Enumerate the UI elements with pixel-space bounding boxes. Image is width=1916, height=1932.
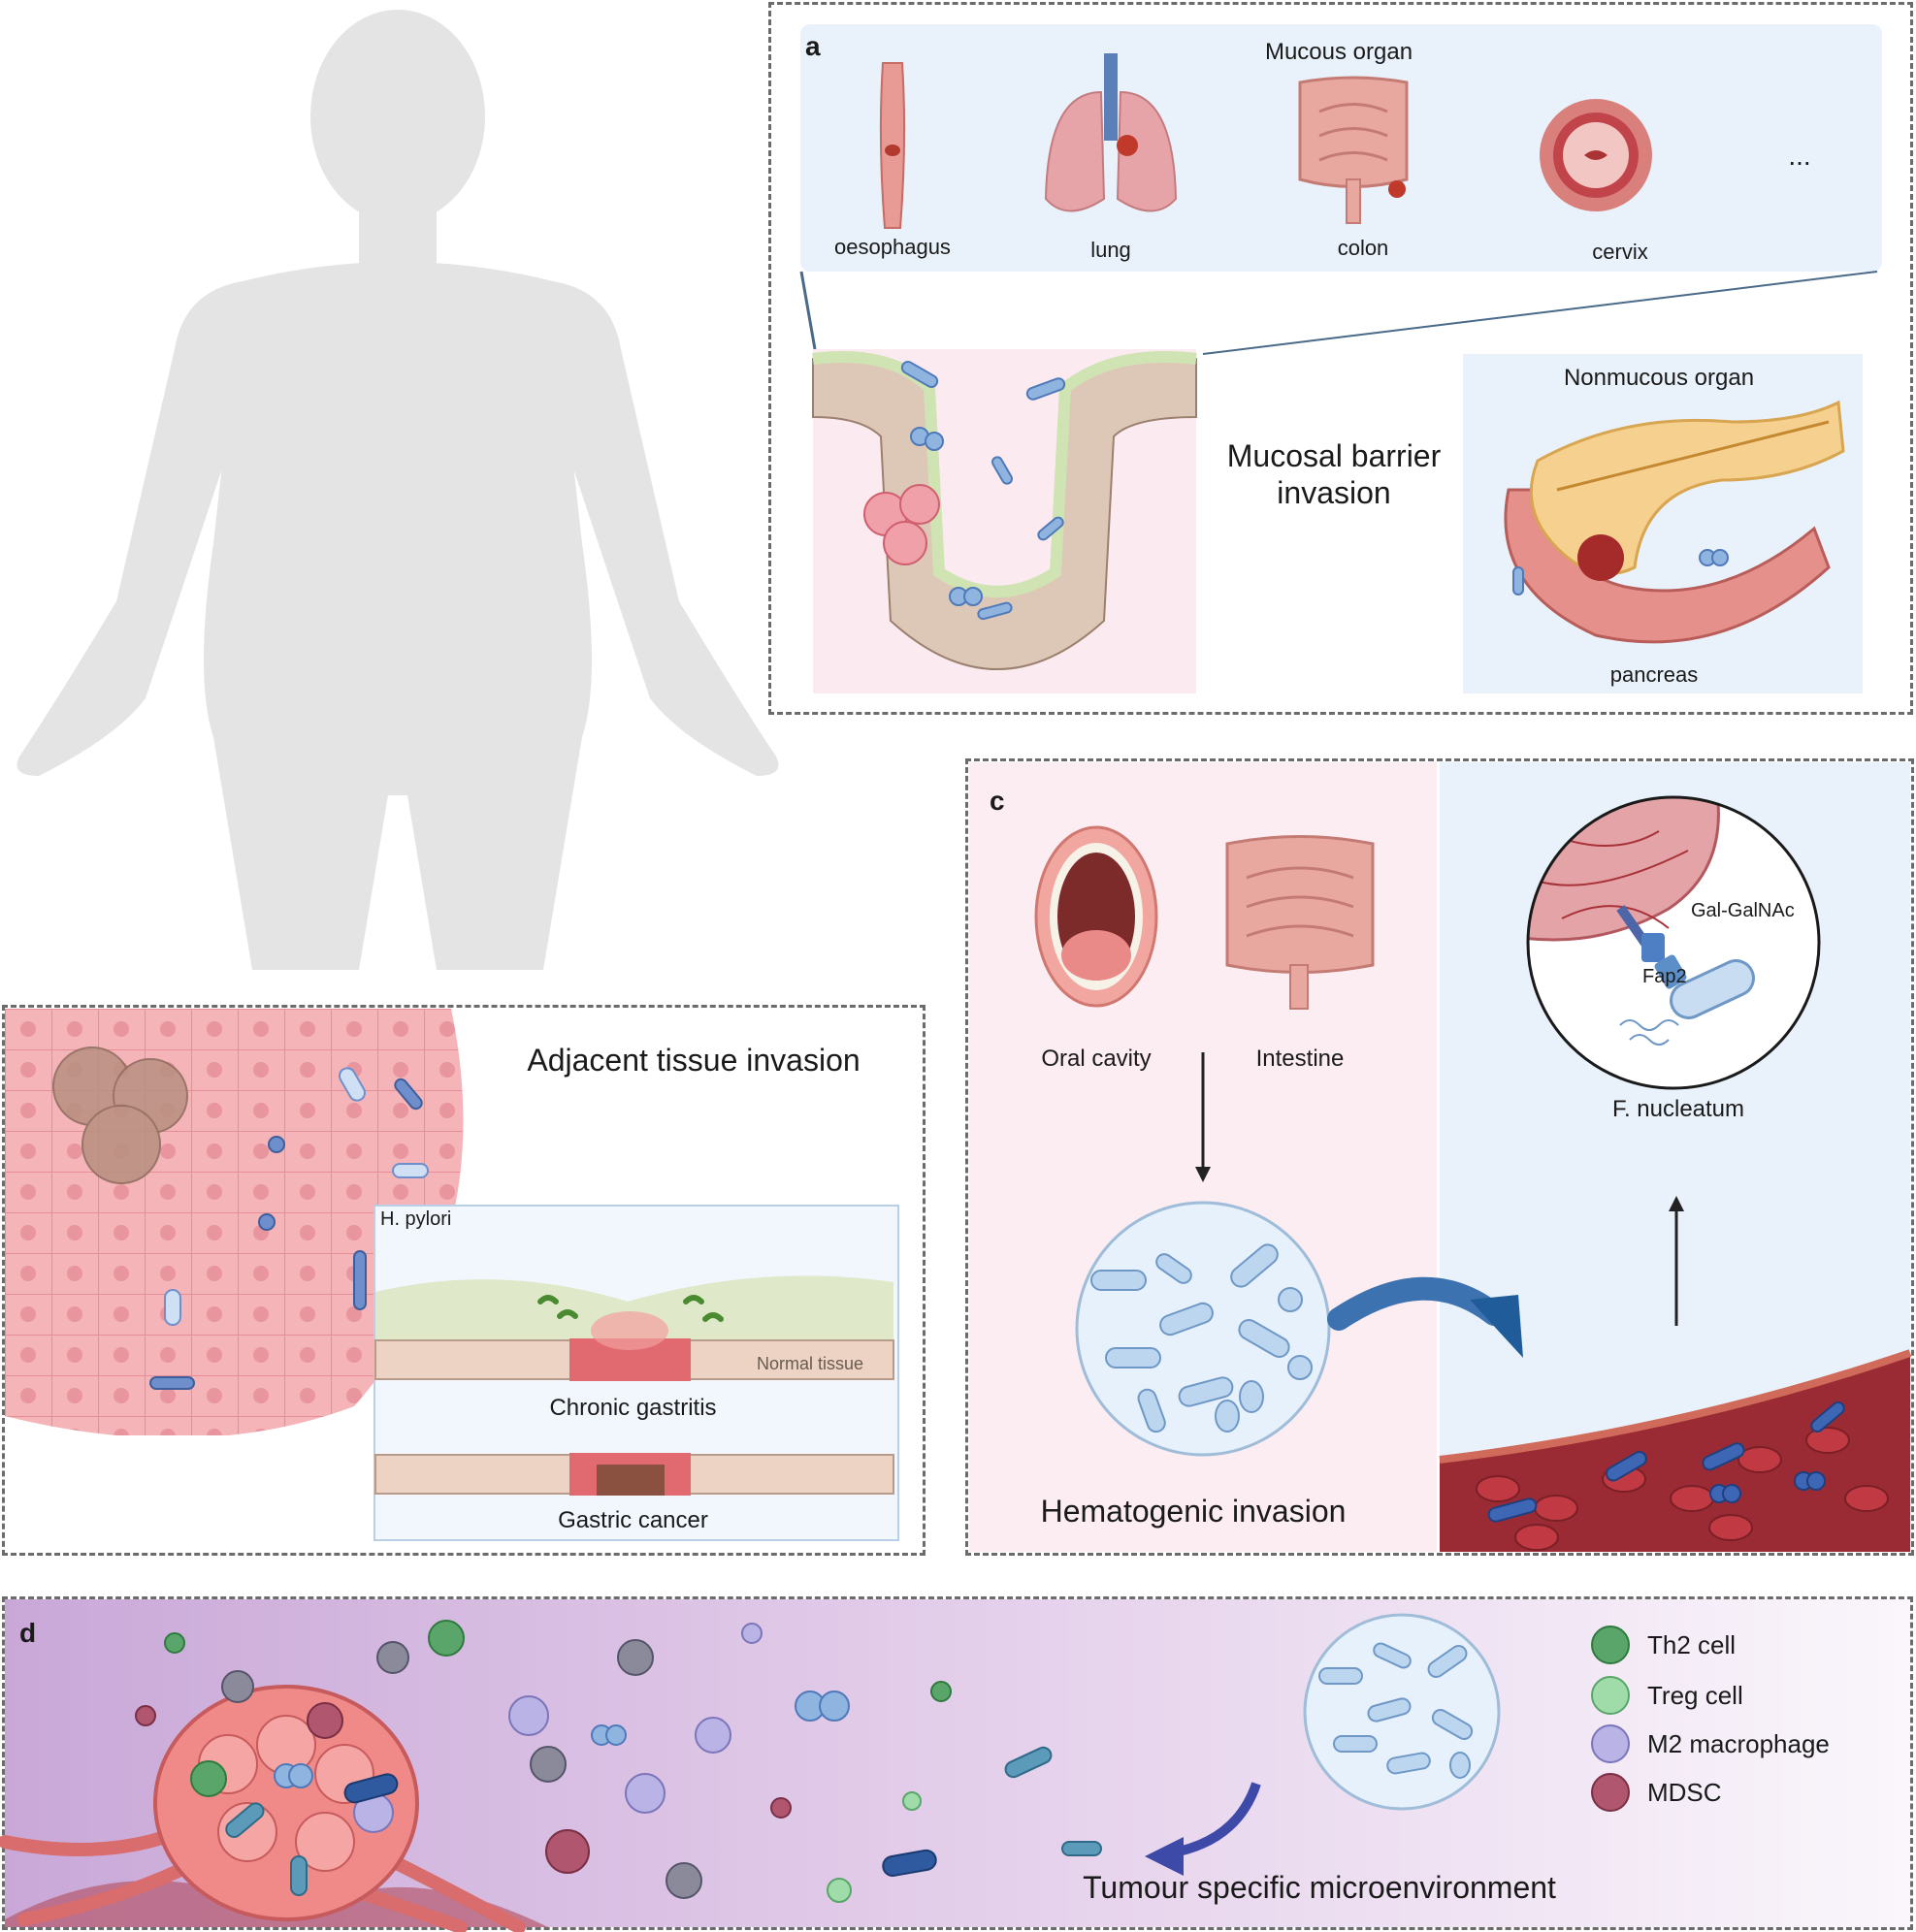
mucosal-barrier-label-line2: invasion: [1277, 475, 1391, 510]
chronic-gastritis-label: Chronic gastritis: [549, 1395, 717, 1421]
gal-galnac-label: Gal-GalNAc: [1691, 900, 1795, 921]
legend-item-th2: Th2 cell: [1591, 1626, 1736, 1664]
mucosal-barrier-label-line1: Mucosal barrier: [1226, 438, 1442, 473]
organ-label-pancreas: pancreas: [1609, 662, 1699, 687]
intestine-label: Intestine: [1255, 1046, 1345, 1072]
mucosal-crypt-illustration: [812, 349, 1197, 693]
gastric-cancer-stage-illustration: [374, 1453, 894, 1496]
oesophagus-icon: [879, 62, 906, 229]
h-pylori-label: H. pylori: [380, 1208, 452, 1230]
gastric-cancer-label: Gastric cancer: [558, 1507, 708, 1533]
cervix-icon: [1540, 99, 1652, 211]
gastritis-stage-illustration: [374, 1275, 894, 1381]
nonmucous-organ-title: Nonmucous organ: [1563, 365, 1755, 391]
oral-cavity-label: Oral cavity: [1041, 1046, 1152, 1072]
tumour-microenvironment-label: Tumour specific microenvironment: [1083, 1870, 1556, 1905]
panel-b: [2, 1005, 926, 1556]
panel-d-letter: d: [19, 1618, 37, 1648]
intestine-icon: [1225, 835, 1375, 1010]
oral-cavity-icon: [1034, 825, 1158, 1008]
normal-tissue-label: Normal tissue: [757, 1354, 864, 1373]
th2-cell-icon: [1591, 1626, 1630, 1664]
panel-c-letter: c: [990, 786, 1005, 816]
legend-item-mdsc: MDSC: [1591, 1773, 1722, 1812]
legend-label-mdsc: MDSC: [1647, 1777, 1722, 1807]
blood-vessel-illustration: [1439, 1349, 1912, 1552]
organ-label-lung: lung: [1090, 238, 1131, 262]
panel-b-title: Adjacent tissue invasion: [527, 1043, 861, 1078]
legend-label-th2: Th2 cell: [1647, 1629, 1737, 1659]
panel-a-letter: a: [805, 31, 821, 61]
bacteria-circle-d: [1303, 1613, 1501, 1811]
legend-item-m2: M2 macrophage: [1591, 1724, 1830, 1763]
hematogenic-invasion-label: Hematogenic invasion: [1040, 1494, 1347, 1529]
panel-a: [768, 2, 1913, 715]
panel-c: [965, 758, 1914, 1556]
fap2-label: Fap2: [1642, 966, 1687, 987]
human-silhouette: [16, 10, 779, 970]
organ-label-cervix: cervix: [1592, 240, 1648, 264]
mdsc-icon: [1591, 1773, 1630, 1812]
panel-d: [2, 1596, 1913, 1930]
fap2-binding-zoom-circle: [1526, 795, 1821, 1090]
curved-arrow-icon: [1327, 1276, 1523, 1358]
lung-icon: [1044, 53, 1178, 212]
organ-label-oesophagus: oesophagus: [834, 235, 951, 259]
m2-macrophage-icon: [1591, 1724, 1630, 1763]
bacteria-circle-c: [1075, 1201, 1331, 1457]
f-nucleatum-label: F. nucleatum: [1611, 1096, 1745, 1122]
down-arrow-icon: [1195, 1052, 1211, 1182]
tumour-microenvironment-illustration: [0, 1620, 1261, 1932]
more-organs-ellipsis: ...: [1788, 141, 1811, 171]
legend-label-m2: M2 macrophage: [1647, 1728, 1830, 1758]
up-arrow-icon: [1669, 1196, 1684, 1326]
mucous-organ-title: Mucous organ: [1264, 39, 1413, 65]
colon-icon: [1298, 76, 1409, 224]
legend-item-treg: Treg cell: [1591, 1676, 1743, 1715]
zoom-connector-lines: [799, 271, 1878, 355]
pancreas-illustration: [1504, 400, 1845, 644]
treg-cell-icon: [1591, 1676, 1630, 1715]
organ-label-colon: colon: [1337, 236, 1389, 260]
legend-label-treg: Treg cell: [1647, 1680, 1743, 1710]
